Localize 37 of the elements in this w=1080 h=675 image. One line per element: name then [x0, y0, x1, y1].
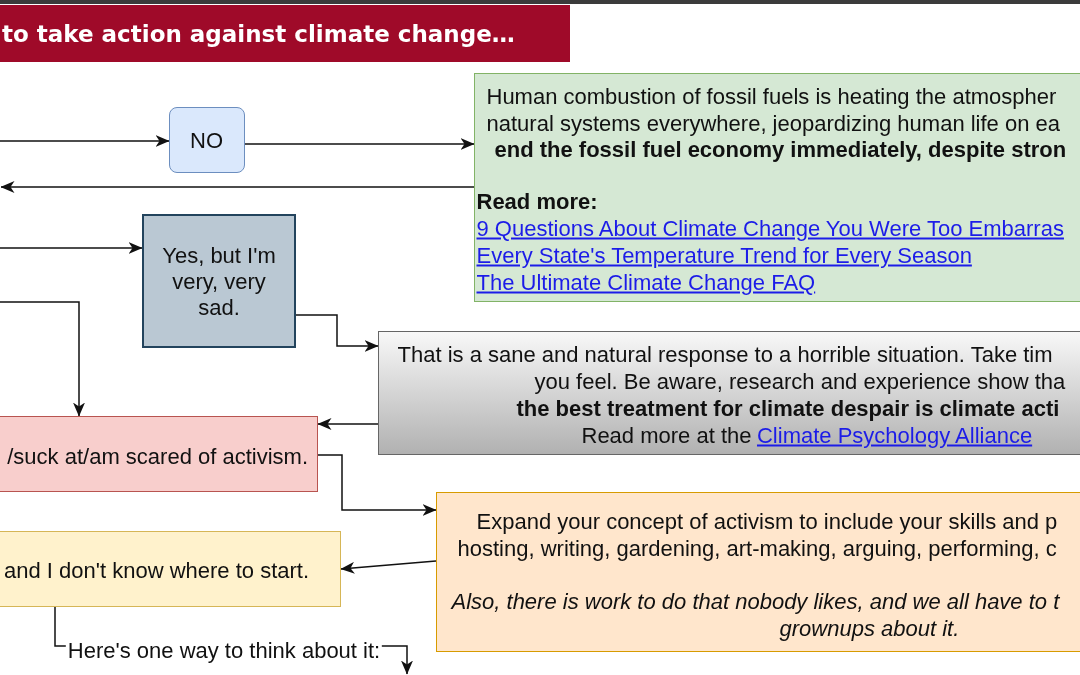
body-text: hosting, writing, gardening, art-making, arguing, performing, c	[457, 534, 1057, 561]
arrow	[0, 301, 85, 417]
link: Every State's Temperature Trend for Every Season	[476, 241, 972, 268]
body-text: natural systems everywhere, jeopardizing human life on ea	[486, 109, 1061, 136]
arrow	[0, 242, 143, 254]
arrow	[0, 135, 170, 147]
arrow	[317, 418, 379, 430]
info-box	[436, 492, 1080, 652]
body-text: Read more at the	[581, 421, 752, 448]
option-box	[0, 416, 318, 492]
body-text: grownups about it.	[779, 614, 960, 641]
info-box	[474, 73, 1080, 302]
option-text: NO	[190, 126, 223, 153]
arrow	[0, 181, 475, 193]
arrow	[295, 314, 379, 352]
body-text: Also, there is work to do that nobody likes, and we all have to t	[451, 587, 1060, 614]
arrow	[317, 454, 437, 516]
link: 9 Questions About Climate Change You Were Too Embarras	[476, 214, 1064, 241]
option-text: and I don't know where to start.	[4, 556, 310, 583]
body-text: the best treatment for climate despair is climate acti	[516, 394, 1060, 421]
option-box	[0, 531, 341, 607]
option-text: Yes, but I'm very, very sad.	[161, 243, 277, 321]
body-text: end the fossil fuel economy immediately, despite stron	[494, 136, 1067, 162]
body-text: Expand your concept of activism to include your skills and p	[476, 507, 1058, 534]
option-box	[142, 214, 296, 348]
info-box	[378, 331, 1080, 455]
link: The Ultimate Climate Change FAQ	[476, 268, 816, 295]
heading: Read more:	[476, 187, 598, 214]
title: to take action against climate change…	[2, 19, 515, 48]
body-text: you feel. Be aware, research and experience show tha	[534, 367, 1066, 394]
option-box	[169, 107, 245, 173]
link: Climate Psychology Alliance	[757, 421, 1033, 448]
body-text: That is a sane and natural response to a horrible situation. Take tim	[397, 340, 1053, 367]
option-text: /suck at/am scared of activism.	[7, 442, 308, 469]
arrow	[244, 138, 475, 150]
body-text: Human combustion of fossil fuels is heating the atmospher	[486, 82, 1057, 109]
arrow	[340, 560, 437, 574]
